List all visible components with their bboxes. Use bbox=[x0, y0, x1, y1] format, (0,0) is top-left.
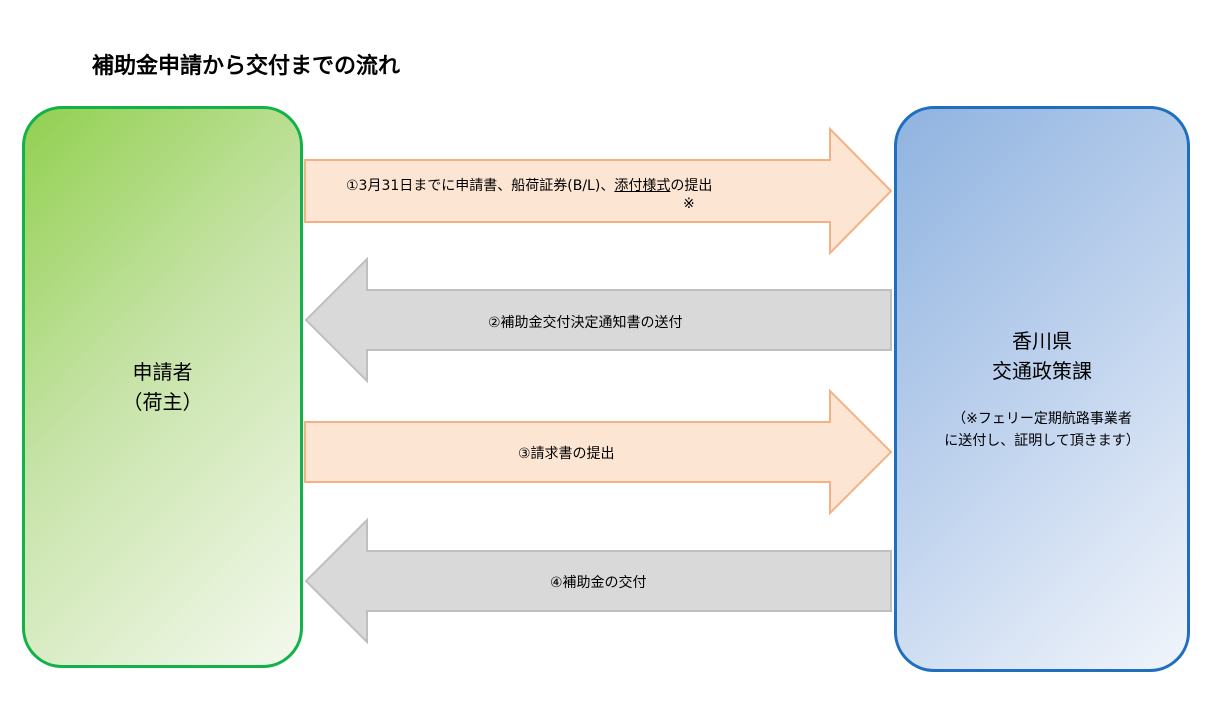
applicant-name: 申請者 bbox=[132, 360, 193, 384]
prefecture-name: 香川県 bbox=[1012, 329, 1072, 353]
applicant-sub: （荷主） bbox=[122, 390, 203, 414]
step4-arrow bbox=[304, 517, 892, 645]
page-title: 補助金申請から交付までの流れ bbox=[92, 54, 401, 79]
applicant-box: 申請者 （荷主） bbox=[22, 106, 303, 668]
prefecture-dept: 交通政策課 bbox=[992, 359, 1092, 383]
step2-label: ②補助金交付決定通知書の送付 bbox=[488, 315, 683, 331]
step1-label: ①3月31日までに申請書、船荷証券(B/L)、添付様式の提出 bbox=[346, 175, 712, 195]
step1-arrow bbox=[304, 126, 893, 256]
step1-note: ※ bbox=[683, 196, 695, 212]
prefecture-note: （※フェリー定期航路事業者 に送付し、証明して頂きます） bbox=[944, 408, 1140, 452]
step1-label-after: の提出 bbox=[670, 178, 713, 194]
step4-label: ④補助金の交付 bbox=[550, 575, 647, 591]
step1-label-before: ①3月31日までに申請書、船荷証券(B/L)、 bbox=[346, 178, 615, 194]
step1-label-underlined: 添付様式 bbox=[614, 178, 671, 194]
step2-arrow bbox=[304, 256, 892, 384]
prefecture-note-line1: （※フェリー定期航路事業者 bbox=[952, 411, 1132, 427]
step3-arrow bbox=[304, 388, 893, 516]
prefecture-note-line2: に送付し、証明して頂きます） bbox=[944, 433, 1140, 449]
step3-label: ③請求書の提出 bbox=[518, 446, 615, 462]
prefecture-box: 香川県 交通政策課 （※フェリー定期航路事業者 に送付し、証明して頂きます） bbox=[894, 106, 1190, 672]
